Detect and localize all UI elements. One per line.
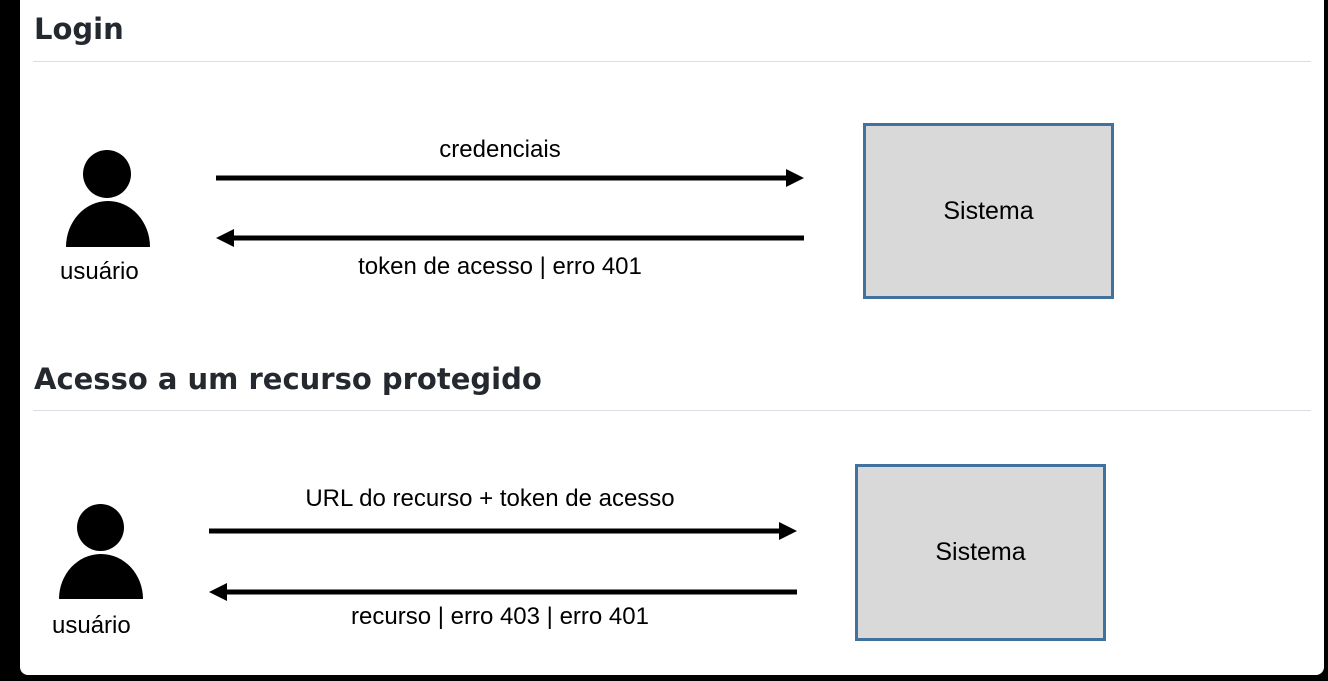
user-label: usuário [60, 258, 139, 285]
user-icon [56, 504, 146, 600]
response-arrow [216, 229, 804, 247]
user-icon [62, 150, 152, 248]
user-label: usuário [52, 612, 131, 639]
request-arrow [209, 522, 797, 540]
section-divider [33, 61, 1311, 62]
response-label: token de acesso | erro 401 [358, 253, 642, 280]
response-arrow [209, 583, 797, 601]
system-box: Sistema [863, 123, 1114, 299]
request-label: credenciais [439, 136, 561, 163]
request-label: URL do recurso + token de acesso [305, 485, 675, 512]
section-title-login: Login [34, 12, 124, 46]
diagram-panel: Login usuário credenciais token de acess… [20, 0, 1324, 675]
request-arrow [216, 169, 804, 187]
section-divider [33, 410, 1311, 411]
section-title-protected-resource: Acesso a um recurso protegido [34, 362, 542, 396]
system-box: Sistema [855, 464, 1106, 641]
response-label: recurso | erro 403 | erro 401 [351, 603, 649, 630]
